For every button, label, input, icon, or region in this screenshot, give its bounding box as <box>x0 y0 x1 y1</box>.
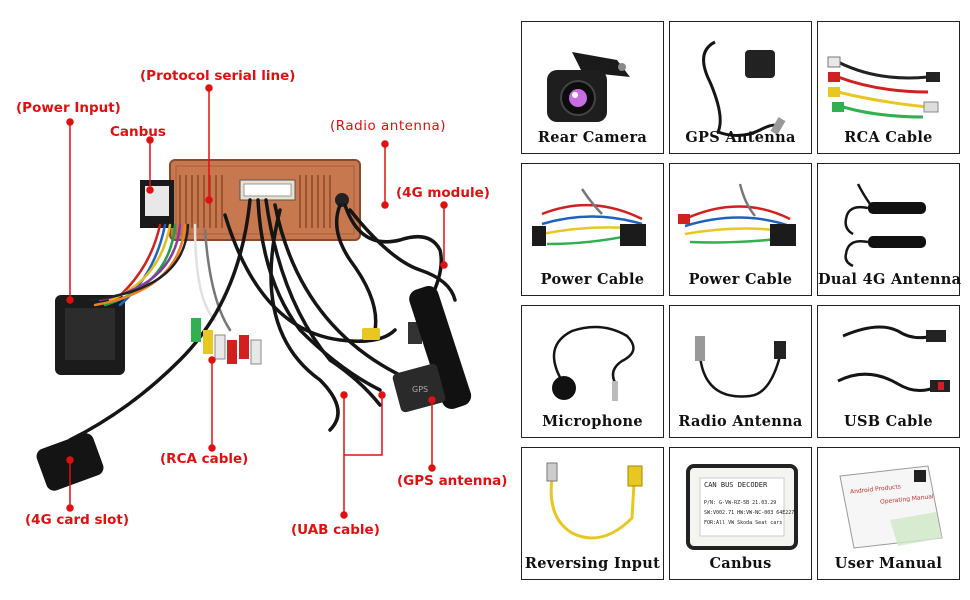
tile-power-cable-2: Power Cable <box>669 163 812 296</box>
caption-microphone: Microphone <box>542 413 643 430</box>
reversing-plug <box>362 328 380 340</box>
callout-4g-module: (4G module) <box>396 185 490 201</box>
microphone-icon <box>552 325 635 401</box>
callout-power-input: (Power Input) <box>16 100 121 116</box>
caption-power-cable-1: Power Cable <box>540 271 645 288</box>
user-manual-icon <box>839 465 943 549</box>
rca-cable-icon <box>827 56 940 119</box>
tile-power-cable-1: Power Cable <box>521 163 664 296</box>
callout-4g-card-slot: (4G card slot) <box>25 512 130 528</box>
tile-microphone: Microphone <box>521 305 664 438</box>
decoder-label-line1: P/N: G-VW-RZ-5B 21.03.29 <box>704 500 777 506</box>
tile-usb-cable: USB Cable <box>817 305 960 438</box>
callout-canbus: Canbus <box>110 124 166 140</box>
tile-canbus-decoder: CAN BUS DECODER P/N: G-VW-RZ-5B 21.03.29… <box>669 447 812 580</box>
power-cable-icon <box>678 183 796 246</box>
usb-cable-icon <box>837 325 950 392</box>
tile-rear-camera: Rear Camera <box>521 21 664 154</box>
callout-rca-cable: (RCA cable) <box>160 451 249 467</box>
caption-radio-antenna: Radio Antenna <box>678 413 803 430</box>
wiring-diagram: GPS <box>36 84 472 519</box>
canbus-decoder-icon <box>686 464 798 550</box>
dual-4g-antenna-icon <box>844 183 926 268</box>
tile-dual-4g-antenna: Dual 4G Antenna <box>817 163 962 296</box>
rear-camera-icon <box>547 52 630 122</box>
reversing-input-icon <box>546 462 643 540</box>
caption-gps-antenna: GPS Antenna <box>685 129 796 146</box>
caption-reversing-input: Reversing Input <box>524 555 661 572</box>
caption-rca-cable: RCA Cable <box>844 129 933 146</box>
callout-gps-antenna: (GPS antenna) <box>397 473 508 489</box>
caption-power-cable-2: Power Cable <box>688 271 793 288</box>
caption-canbus: Canbus <box>709 555 772 572</box>
caption-usb-cable: USB Cable <box>844 413 933 430</box>
caption-rear-camera: Rear Camera <box>537 129 648 146</box>
caption-user-manual: User Manual <box>834 555 943 572</box>
tile-user-manual: Android Products Operating Manual User M… <box>817 447 960 580</box>
rca-plugs <box>191 318 262 365</box>
decoder-label-title: CAN BUS DECODER <box>704 481 768 489</box>
tile-radio-antenna: Radio Antenna <box>669 305 812 438</box>
tile-gps-antenna: GPS Antenna <box>669 21 812 154</box>
radio-antenna-icon <box>695 336 786 398</box>
callout-protocol-serial-line: (Protocol serial line) <box>140 68 296 84</box>
callout-uab-cable: (UAB cable) <box>291 522 380 538</box>
power-cable-icon <box>532 188 646 246</box>
decoder-label-line3: FOR:All VW Skoda Seat cars <box>704 520 783 526</box>
4g-antenna-bar <box>409 285 472 409</box>
gps-antenna-icon <box>702 40 786 137</box>
callout-radio-antenna: (Radio antenna) <box>330 118 447 134</box>
tile-rca-cable: RCA Cable <box>817 21 960 154</box>
decoder-label-line2: SW:V002.71 HW:VW-NC-003 64E227 <box>704 510 795 516</box>
tile-reversing-input: Reversing Input <box>521 447 664 580</box>
svg-text:GPS: GPS <box>412 385 428 394</box>
caption-dual-4g-antenna: Dual 4G Antenna <box>818 271 962 288</box>
